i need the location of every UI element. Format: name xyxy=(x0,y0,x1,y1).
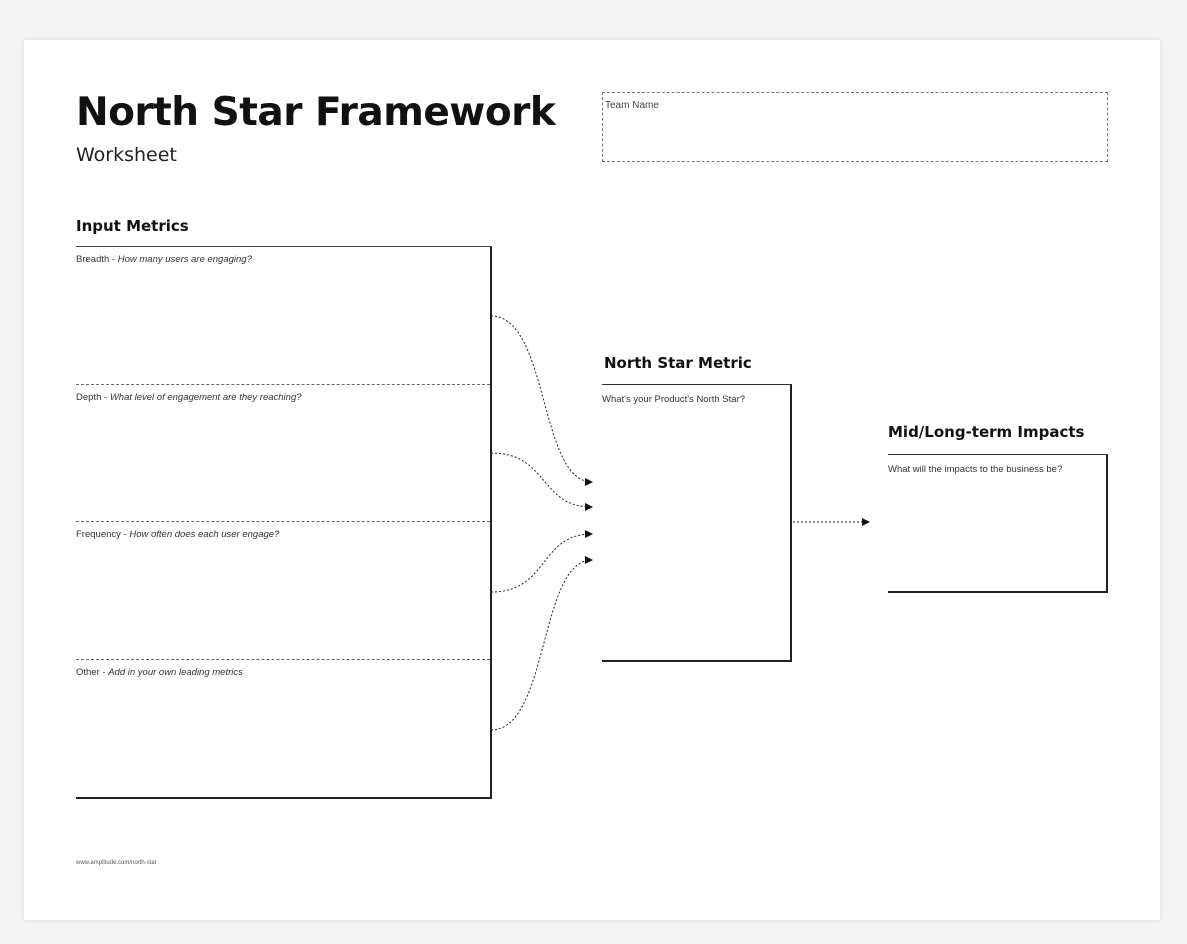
connector-arrows xyxy=(490,315,870,731)
worksheet-page: North Star Framework Worksheet Team Name… xyxy=(24,40,1160,920)
north-star-metric-heading: North Star Metric xyxy=(604,354,752,372)
input-metric-label: Frequency - How often does each user eng… xyxy=(76,529,280,540)
connector-depth xyxy=(490,452,593,511)
connector-frequency xyxy=(490,530,593,593)
impacts-box[interactable]: What will the impacts to the business be… xyxy=(888,454,1108,593)
team-name-field[interactable]: Team Name xyxy=(602,92,1108,162)
input-metric-row-other[interactable]: Other - Add in your own leading metrics xyxy=(76,659,490,798)
input-metric-label: Other - Add in your own leading metrics xyxy=(76,667,243,678)
input-metric-row-breadth[interactable]: Breadth - How many users are engaging? xyxy=(76,247,490,385)
page-title: North Star Framework xyxy=(76,90,556,135)
north-star-metric-box[interactable]: What's your Product's North Star? xyxy=(602,384,792,662)
input-metrics-heading: Input Metrics xyxy=(76,217,189,235)
impacts-prompt: What will the impacts to the business be… xyxy=(888,464,1063,475)
input-metric-row-depth[interactable]: Depth - What level of engagement are the… xyxy=(76,384,490,523)
input-metric-row-frequency[interactable]: Frequency - How often does each user eng… xyxy=(76,521,490,660)
impacts-heading: Mid/Long-term Impacts xyxy=(888,423,1085,441)
north-star-metric-prompt: What's your Product's North Star? xyxy=(602,394,746,405)
input-metrics-box: Breadth - How many users are engaging? D… xyxy=(76,246,492,799)
connector-other xyxy=(490,556,593,731)
input-metric-label: Depth - What level of engagement are the… xyxy=(76,392,302,403)
page-subtitle: Worksheet xyxy=(76,144,177,166)
input-metric-label: Breadth - How many users are engaging? xyxy=(76,254,252,265)
connector-breadth xyxy=(490,315,593,486)
team-name-label: Team Name xyxy=(605,100,659,111)
footer-url: www.amplitude.com/north-star xyxy=(76,860,157,866)
